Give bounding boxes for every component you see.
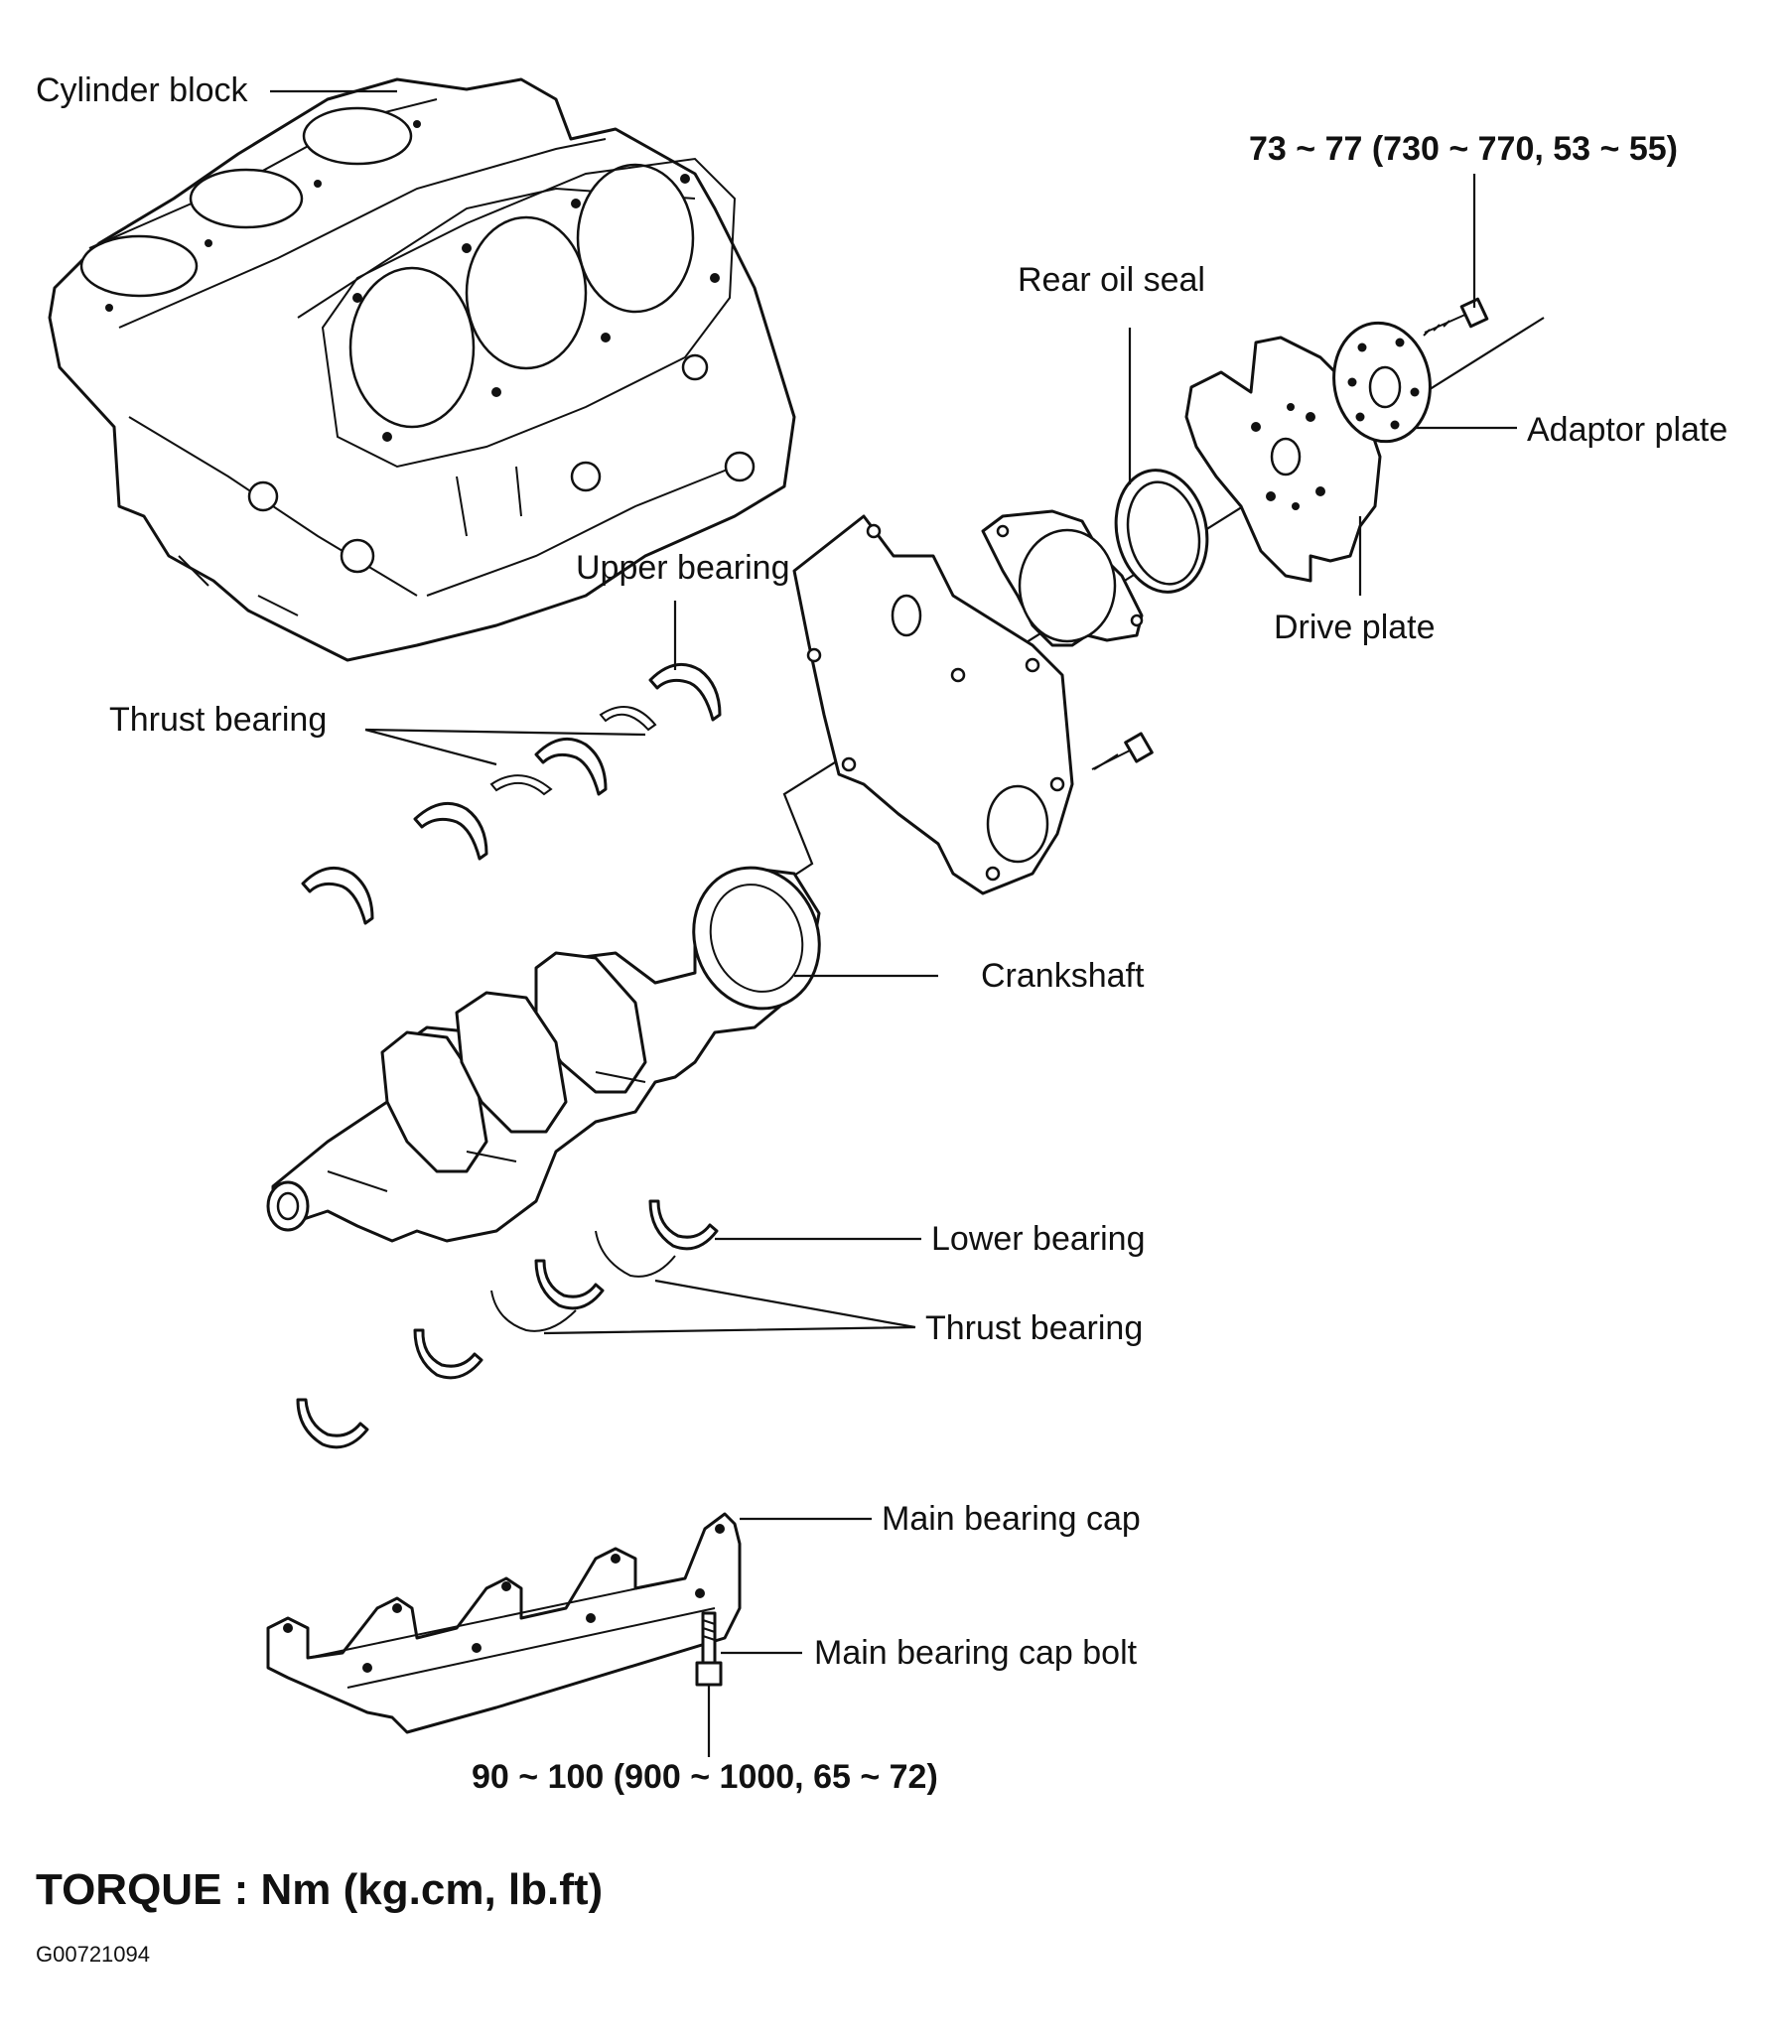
- label-crankshaft: Crankshaft: [981, 957, 1145, 995]
- rear-plate-drawing: [792, 514, 1074, 895]
- figure-id: G00721094: [36, 1942, 150, 1967]
- label-lower-bearing: Lower bearing: [931, 1220, 1146, 1258]
- drive-plate-drawing: [1184, 336, 1382, 583]
- label-thrust-bearing-lower: Thrust bearing: [925, 1309, 1144, 1347]
- label-thrust-bearing-upper: Thrust bearing: [109, 701, 328, 739]
- label-rear-oil-seal: Rear oil seal: [1018, 261, 1205, 299]
- label-main-bearing-cap-bolt: Main bearing cap bolt: [814, 1634, 1138, 1672]
- label-drive-plate: Drive plate: [1274, 609, 1436, 646]
- label-cylinder-block: Cylinder block: [36, 71, 248, 109]
- label-upper-bearing: Upper bearing: [576, 549, 790, 587]
- main-bearing-cap-bolt-drawing: [695, 1611, 723, 1687]
- oil-seal-housing-drawing: [981, 509, 1144, 647]
- torque-spec-drive-plate-bolt: 73 ~ 77 (730 ~ 770, 53 ~ 55): [1249, 130, 1678, 168]
- label-adaptor-plate: Adaptor plate: [1527, 411, 1728, 449]
- adaptor-plate-drawing: [1332, 321, 1432, 444]
- upper-bearings-drawing: [301, 662, 722, 925]
- leader-lines: [270, 89, 1517, 1757]
- lower-bearings-drawing: [296, 1199, 719, 1449]
- torque-units-title: TORQUE : Nm (kg.cm, lb.ft): [36, 1865, 604, 1914]
- rear-oil-seal-drawing: [1114, 469, 1209, 594]
- cylinder-block-drawing: [48, 77, 796, 662]
- label-main-bearing-cap: Main bearing cap: [882, 1500, 1141, 1538]
- main-bearing-cap-drawing: [266, 1512, 742, 1734]
- crankshaft-drawing: [266, 866, 821, 1243]
- drive-plate-bolt-drawing: [1423, 297, 1489, 337]
- torque-spec-main-bearing-cap-bolt: 90 ~ 100 (900 ~ 1000, 65 ~ 72): [472, 1758, 938, 1796]
- middle-bolt-drawing: [1091, 732, 1154, 770]
